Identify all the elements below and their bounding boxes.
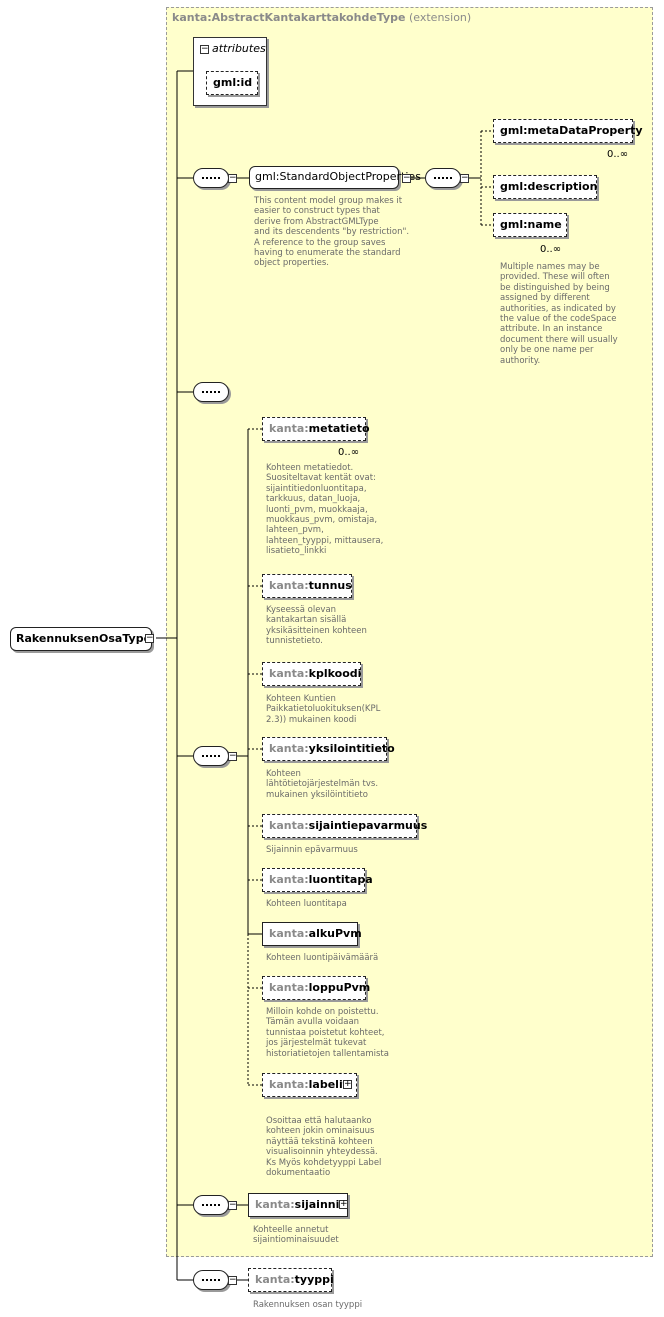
element-gml-metadataproperty[interactable]: gml:metaDataProperty [493, 119, 643, 143]
element-yksilointitieto[interactable]: kanta:yksilointitieto [262, 737, 395, 761]
element-prefix: kanta: [255, 1273, 295, 1286]
element-prefix: kanta: [269, 981, 309, 994]
element-name: gml:description [500, 180, 598, 193]
element-documentation: Osoittaa että halutaanko kohteen jokin o… [266, 1116, 382, 1179]
element-prefix: kanta: [269, 579, 309, 592]
extension-box [166, 7, 653, 1257]
element-prefix: kanta: [269, 819, 309, 832]
attributes-title: attributes [212, 42, 266, 55]
collapse-toggle-icon[interactable]: − [228, 1200, 237, 1210]
element-sijainnit[interactable]: kanta:sijainnit [248, 1193, 348, 1217]
element-documentation: Kohteen Kuntien Paikkatietoluokituksen(K… [266, 694, 381, 725]
element-name: tyyppi [294, 1273, 334, 1286]
element-name: tunnus [308, 579, 352, 592]
element-name: kplkoodi [308, 667, 362, 680]
element-documentation: Sijainnin epävarmuus [266, 845, 358, 855]
element-prefix: kanta: [269, 422, 309, 435]
element-documentation: Kyseessä olevan kantakartan sisällä yksi… [266, 605, 367, 647]
element-documentation: Kohteelle annetut sijaintiominaisuudet [253, 1225, 339, 1246]
element-name: gml:name [500, 218, 562, 231]
group-documentation: This content model group makes it easier… [254, 196, 410, 269]
root-complex-type[interactable]: RakennuksenOsaType [10, 627, 152, 651]
element-tyyppi[interactable]: kanta:tyyppi [248, 1268, 334, 1292]
group-name: gml:StandardObjectProperties [255, 170, 421, 183]
element-documentation: Multiple names may be provided. These wi… [500, 262, 618, 366]
expand-toggle-icon[interactable]: + [343, 1079, 352, 1089]
element-name: luontitapa [308, 873, 373, 886]
extension-label: (extension) [408, 11, 472, 24]
collapse-toggle-icon[interactable]: − [228, 751, 237, 761]
collapse-toggle-icon[interactable]: − [228, 1275, 237, 1285]
element-documentation: Rakennuksen osan tyyppi [253, 1300, 363, 1310]
element-labelit[interactable]: kanta:labelit [262, 1073, 357, 1097]
element-alkupvm[interactable]: kanta:alkuPvm [262, 922, 362, 946]
root-name: RakennuksenOsaType [16, 632, 152, 645]
element-luontitapa[interactable]: kanta:luontitapa [262, 868, 373, 892]
collapse-toggle-icon[interactable]: − [460, 173, 469, 183]
extension-base: kanta:AbstractKantakarttakohdeType [172, 11, 406, 24]
expand-toggle-icon[interactable]: + [339, 1199, 348, 1209]
element-name: yksilointitieto [308, 742, 395, 755]
collapse-toggle-icon[interactable]: − [402, 173, 411, 183]
element-name: metatieto [308, 422, 370, 435]
attribute-name: gml:id [213, 76, 253, 89]
element-prefix: kanta: [255, 1198, 295, 1211]
element-tunnus[interactable]: kanta:tunnus [262, 574, 352, 598]
collapse-toggle-icon[interactable]: − [145, 633, 154, 643]
sequence-compositor-icon [193, 168, 229, 188]
sequence-compositor-icon [193, 1270, 229, 1290]
element-prefix: kanta: [269, 1078, 309, 1091]
element-documentation: Kohteen metatiedot. Suositeltavat kentät… [266, 463, 384, 557]
element-documentation: Kohteen luontipäivämäärä [266, 953, 379, 963]
element-name: labelit [308, 1078, 348, 1091]
element-name: sijainnit [294, 1198, 345, 1211]
element-sijaintiepavarmuus[interactable]: kanta:sijaintiepavarmuus [262, 814, 427, 838]
element-name: alkuPvm [308, 927, 362, 940]
multiplicity: 0..∞ [338, 447, 360, 458]
element-prefix: kanta: [269, 667, 309, 680]
element-gml-description[interactable]: gml:description [493, 175, 597, 199]
sequence-compositor-icon [193, 746, 229, 766]
element-metatieto[interactable]: kanta:metatieto [262, 417, 370, 441]
group-standard-object-properties[interactable]: gml:StandardObjectProperties [249, 166, 421, 189]
element-loppupvm[interactable]: kanta:loppuPvm [262, 976, 370, 1000]
element-prefix: kanta: [269, 873, 309, 886]
sequence-compositor-icon [425, 168, 461, 188]
multiplicity: 0..∞ [540, 244, 562, 255]
collapse-toggle-icon[interactable]: − [228, 173, 237, 183]
collapse-toggle-icon[interactable]: − [200, 44, 209, 54]
element-name: sijaintiepavarmuus [308, 819, 428, 832]
element-name: gml:metaDataProperty [500, 124, 643, 137]
element-prefix: kanta: [269, 927, 309, 940]
element-prefix: kanta: [269, 742, 309, 755]
attribute-gml-id[interactable]: gml:id [206, 71, 258, 95]
sequence-compositor-icon [193, 1195, 229, 1215]
element-documentation: Kohteen lähtötietojärjestelmän tvs. muka… [266, 769, 379, 800]
element-documentation: Milloin kohde on poistettu. Tämän avulla… [266, 1007, 389, 1059]
element-documentation: Kohteen luontitapa [266, 899, 347, 909]
sequence-compositor-icon [193, 382, 229, 402]
extension-title: kanta:AbstractKantakarttakohdeType (exte… [172, 11, 471, 24]
multiplicity: 0..∞ [607, 149, 629, 160]
element-kplkoodi[interactable]: kanta:kplkoodi [262, 662, 361, 686]
element-name: loppuPvm [308, 981, 371, 994]
element-gml-name[interactable]: gml:name [493, 213, 567, 237]
